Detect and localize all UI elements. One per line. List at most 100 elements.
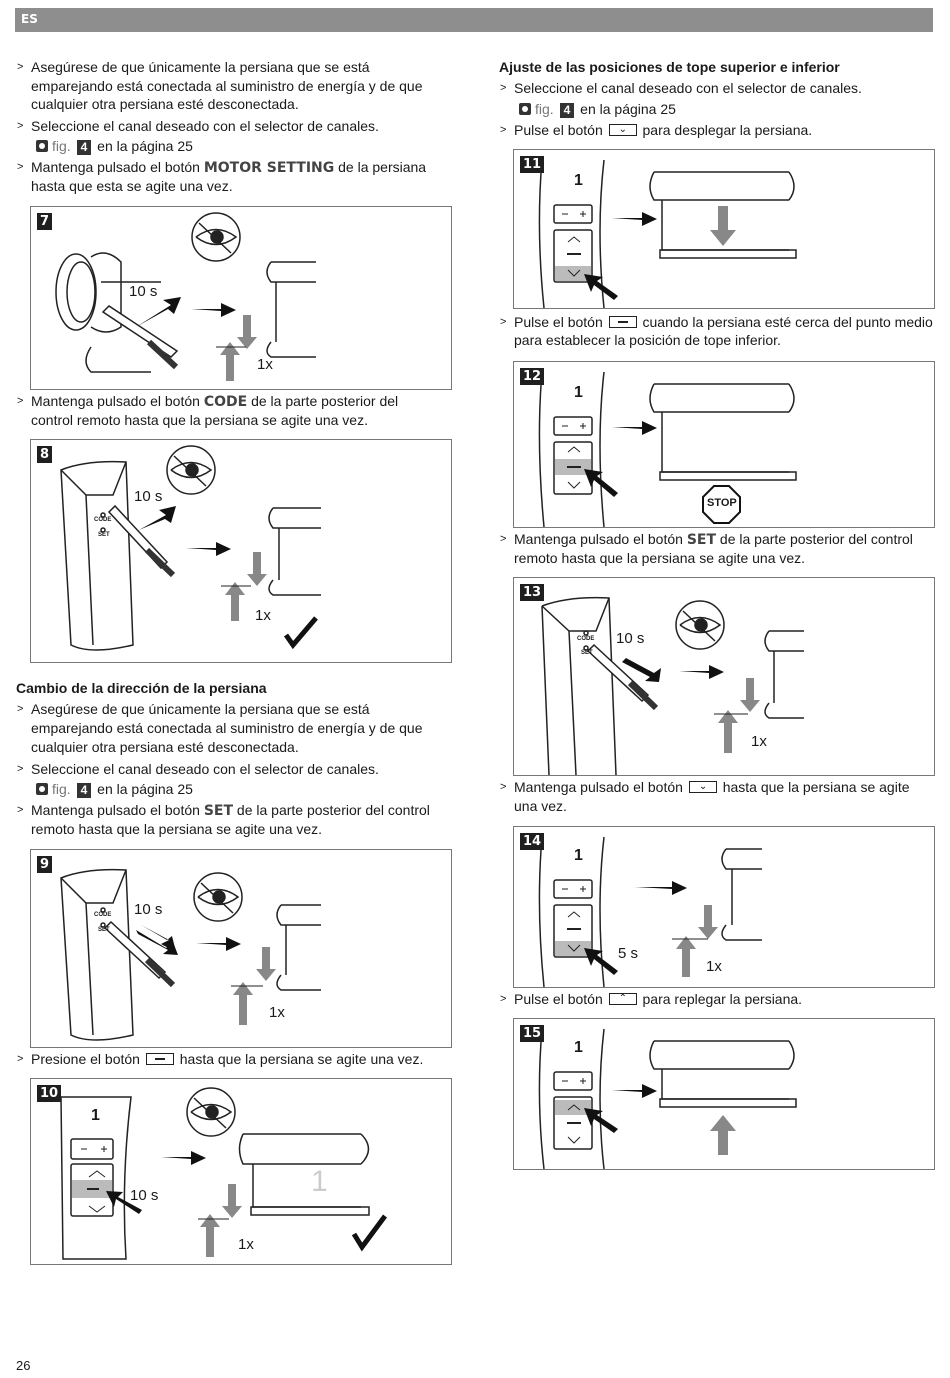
text-line: Seleccione el canal deseado con el selec… [31, 761, 379, 777]
remote-display-digit: 1 [91, 1107, 100, 1124]
stop-sign-label: STOP [707, 497, 737, 509]
repeat-count-label: 1x [255, 607, 271, 624]
repeat-count-label: 1x [269, 1004, 285, 1021]
bullet-chevron: > [17, 703, 24, 715]
section-title: Cambio de la dirección de la persiana [16, 680, 267, 696]
bullet-chevron: > [17, 395, 24, 407]
duration-label: 5 s [618, 945, 639, 962]
text-line: emparejando está conectada al suministro… [31, 77, 423, 94]
stop-button-icon [608, 316, 637, 328]
text-line: remoto hasta que la persiana se agite un… [514, 550, 806, 566]
text-line: emparejando está conectada al suministro… [31, 720, 423, 736]
set-button-label: SET [98, 532, 110, 538]
bullet-chevron: > [500, 781, 507, 793]
bullet-chevron: > [500, 533, 507, 545]
remote-display-digit: 1 [574, 172, 583, 189]
bullet-chevron: > [17, 763, 24, 775]
blind-display-digit: 1 [311, 1165, 328, 1198]
text-line: Mantenga pulsado el botón ⌄ hasta que la… [514, 779, 910, 795]
text-line: Seleccione el canal deseado con el selec… [31, 118, 379, 134]
bullet-chevron: > [500, 124, 507, 136]
text-line: Asegúrese de que únicamente la persiana … [31, 59, 370, 75]
section-title: Ajuste de las posiciones de tope superio… [499, 59, 840, 75]
figure-15: 15 1 [513, 1018, 935, 1170]
figure-number: 12 [520, 368, 545, 385]
text-line: hasta que esta se agite una vez. [31, 178, 233, 194]
text-line: Mantenga pulsado el botón SET de la part… [31, 802, 430, 819]
figure-10: 10 1 1 10 s 1x [30, 1078, 452, 1265]
remote-display-digit: 1 [574, 1039, 583, 1056]
fig-ref-number: 4 [76, 140, 92, 155]
down-button-icon: ⌄ [608, 124, 637, 136]
figure-number: 15 [520, 1025, 545, 1042]
text-line: Pulse el botón cuando la persiana esté c… [514, 314, 933, 330]
figure-number: 10 [37, 1085, 62, 1102]
bullet-chevron: > [17, 61, 24, 73]
figure-reference: fig. 4 en la página 25 [519, 100, 676, 119]
language-header-bar: ES [15, 8, 933, 32]
figure-number: 14 [520, 833, 545, 850]
text-line: Seleccione el canal deseado con el selec… [514, 80, 862, 96]
code-keyword: CODE [203, 394, 248, 410]
text-line: control remoto hasta que la persiana se … [31, 412, 368, 428]
language-code: ES [21, 12, 38, 26]
figure-number: 9 [37, 856, 53, 873]
figure-9: 9 CODE SET 10 s 1x [30, 849, 452, 1048]
figure-8: 8 CODE SET 10 s 1x [30, 439, 452, 663]
duration-label: 10 s [129, 283, 158, 300]
bullet-chevron: > [17, 1053, 24, 1065]
bullet-chevron: > [500, 993, 507, 1005]
text-line: Presione el botón hasta que la persiana … [31, 1051, 424, 1067]
repeat-count-label: 1x [238, 1236, 254, 1253]
bullet-chevron: > [500, 316, 507, 328]
figure-11: 11 1 [513, 149, 935, 309]
set-keyword: SET [686, 532, 717, 548]
figure-7: 7 10 s 1x [30, 206, 452, 390]
text-line: cualquier otra persiana esté desconectad… [31, 739, 299, 755]
bullet-chevron: > [17, 161, 24, 173]
figure-13: 13 CODE SET 10 s 1x [513, 577, 935, 776]
text-line: Pulse el botón ⌃ para replegar la persia… [514, 991, 803, 1007]
fig-ref-label: fig. [52, 138, 71, 154]
page-number: 26 [16, 1358, 31, 1373]
text-line: Mantenga pulsado el botón SET de la part… [514, 531, 913, 548]
text-line: para establecer la posición de tope infe… [514, 332, 781, 348]
figure-number: 13 [520, 584, 545, 601]
text-line: Asegúrese de que únicamente la persiana … [31, 701, 370, 717]
set-button-label: SET [98, 927, 110, 933]
text-line: cualquier otra persiana esté desconectad… [31, 96, 299, 112]
motor-setting-keyword: MOTOR SETTING [203, 160, 335, 176]
text-line: una vez. [514, 798, 567, 814]
down-button-icon: ⌄ [688, 781, 717, 793]
camera-icon [36, 783, 48, 795]
repeat-count-label: 1x [706, 958, 722, 975]
set-button-label: SET [581, 650, 593, 656]
code-button-label: CODE [577, 636, 595, 642]
bullet-chevron: > [17, 120, 24, 132]
repeat-count-label: 1x [751, 733, 767, 750]
stop-button-icon [145, 1053, 174, 1065]
duration-label: 10 s [134, 488, 163, 505]
camera-icon [519, 103, 531, 115]
camera-icon [36, 140, 48, 152]
fig-ref-page: en la página 25 [97, 138, 193, 154]
figure-14: 14 1 5 s 1x [513, 826, 935, 988]
set-keyword: SET [203, 803, 234, 819]
figure-reference: fig. 4 en la página 25 [36, 137, 193, 156]
duration-label: 10 s [616, 630, 645, 647]
code-button-label: CODE [94, 517, 112, 523]
figure-number: 8 [37, 446, 53, 463]
remote-display-digit: 1 [574, 847, 583, 864]
text-line: Pulse el botón ⌄ para desplegar la persi… [514, 122, 813, 138]
text-line: Mantenga pulsado el botón CODE de la par… [31, 393, 399, 410]
bullet-chevron: > [500, 82, 507, 94]
figure-reference: fig. 4 en la página 25 [36, 780, 193, 799]
text-line: remoto hasta que la persiana se agite un… [31, 821, 323, 837]
code-button-label: CODE [94, 912, 112, 918]
remote-display-digit: 1 [574, 384, 583, 401]
bullet-chevron: > [17, 804, 24, 816]
figure-number: 7 [37, 213, 53, 230]
text-line: Mantenga pulsado el botón MOTOR SETTING … [31, 159, 427, 176]
duration-label: 10 s [130, 1187, 159, 1204]
repeat-count-label: 1x [257, 356, 273, 373]
